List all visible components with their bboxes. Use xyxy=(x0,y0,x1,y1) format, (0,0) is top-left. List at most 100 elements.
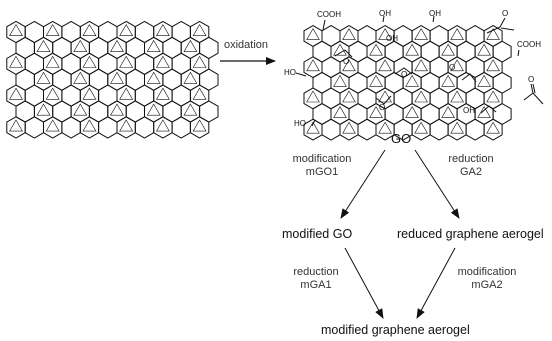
scheme-arrows xyxy=(340,149,460,319)
graphene-ring-double-bond xyxy=(119,119,134,132)
go-ring-double-bond xyxy=(333,43,347,56)
graphene-ring-double-bond xyxy=(192,23,207,37)
arrow-modified-go-to-final xyxy=(344,247,384,319)
go-ring-double-bond xyxy=(306,90,320,103)
path-label-line: reduction xyxy=(293,266,339,278)
graphene-ring-double-bond xyxy=(82,119,97,132)
path-label-reduction-mga1: reduction mGA1 xyxy=(281,266,351,292)
graphene-ring-double-bond xyxy=(45,23,60,37)
graphene-ring-double-bond xyxy=(146,71,161,84)
go-ring-double-bond xyxy=(378,90,392,103)
go-ring-double-bond xyxy=(306,121,320,134)
go-label: GO xyxy=(391,131,412,146)
go-ring-double-bond xyxy=(486,90,500,103)
graphene-ring-double-bond xyxy=(155,23,170,37)
go-ring-double-bond xyxy=(405,106,419,118)
graphene-ring-double-bond xyxy=(9,55,23,68)
go-ring-double-bond xyxy=(441,74,455,87)
go-ring-double-bond xyxy=(414,90,428,103)
graphene-ring xyxy=(24,116,44,139)
path-label-line: GA2 xyxy=(459,166,482,178)
go-ring xyxy=(483,118,503,141)
graphene-ring-double-bond xyxy=(36,39,51,52)
graphene-ring xyxy=(134,116,155,139)
go-ring-double-bond xyxy=(306,59,320,72)
path-label-line: modification xyxy=(292,153,352,165)
path-label-line: modification xyxy=(457,266,517,278)
graphene-oxide-structure xyxy=(303,25,512,141)
go-group-oh-top-1: OH xyxy=(379,9,391,18)
graphene-ring-double-bond xyxy=(146,103,161,116)
path-label-line: reduction xyxy=(448,153,494,165)
go-ring-double-bond xyxy=(486,121,500,134)
go-ring-double-bond xyxy=(369,106,383,118)
go-ring xyxy=(429,118,449,141)
graphene-ring xyxy=(171,116,191,139)
arrow-go-to-reduced-aerogel xyxy=(414,149,460,219)
go-ring-double-bond xyxy=(378,121,392,134)
node-modified-graphene-aerogel: modified graphene aerogel xyxy=(321,323,470,337)
graphene-ring-double-bond xyxy=(192,119,207,132)
node-modified-go: modified GO xyxy=(282,227,353,241)
graphene-ring-double-bond xyxy=(9,23,23,37)
graphene-ring xyxy=(98,116,118,139)
go-ring-double-bond xyxy=(378,59,392,72)
path-label-line: mGA2 xyxy=(471,279,503,291)
go-group-oh-top-2: OH xyxy=(429,9,441,18)
path-label-line: mGA1 xyxy=(300,279,332,291)
graphene-ring-double-bond xyxy=(183,103,198,116)
graphene-ring-double-bond xyxy=(73,39,88,52)
go-ring-double-bond xyxy=(414,59,428,72)
go-ring-double-bond xyxy=(342,121,356,134)
go-ring-double-bond xyxy=(450,121,464,134)
arrow-reduced-aerogel-to-final xyxy=(416,247,456,319)
graphene-ring-double-bond xyxy=(82,87,97,100)
go-ring xyxy=(465,118,485,141)
go-ring xyxy=(321,118,341,141)
graphene-ring-double-bond xyxy=(45,55,60,68)
graphene-ring-double-bond xyxy=(73,103,88,116)
graphene-ring-double-bond xyxy=(110,39,124,52)
graphene-ring xyxy=(61,116,81,139)
graphene-ring-double-bond xyxy=(146,39,161,52)
go-group-ho-left: HO xyxy=(284,68,296,77)
go-ketone-oxygen-1: O xyxy=(502,9,509,18)
go-ring-double-bond xyxy=(342,59,356,72)
go-ring-double-bond xyxy=(405,43,419,56)
go-group-cooh-right: COOH xyxy=(517,40,541,49)
graphene-ring-double-bond xyxy=(192,55,207,68)
graphene-ring-double-bond xyxy=(73,71,88,84)
go-ring-double-bond xyxy=(414,28,428,40)
path-label-modification-mga2: modification mGA2 xyxy=(445,266,529,292)
path-label-line: mGO1 xyxy=(305,166,339,178)
functional-group-bonds xyxy=(295,15,544,127)
go-ring-double-bond xyxy=(414,121,428,134)
go-ring-double-bond xyxy=(477,74,491,87)
go-group-oh-lower: OH xyxy=(463,106,475,115)
go-ring-double-bond xyxy=(441,106,455,118)
go-ring-double-bond xyxy=(333,106,347,118)
graphene-ring-double-bond xyxy=(119,24,134,37)
path-label-modification-mgo1: modification mGO1 xyxy=(280,153,364,179)
oxidation-label: oxidation xyxy=(224,39,269,51)
go-ring-double-bond xyxy=(342,90,356,103)
go-group-oh-upper: OH xyxy=(386,34,398,43)
go-ring-double-bond xyxy=(306,28,320,40)
graphene-ring-double-bond xyxy=(9,119,23,132)
graphene-ring-double-bond xyxy=(119,87,134,100)
go-ring-double-bond xyxy=(486,59,500,72)
graphene-ring-double-bond xyxy=(155,119,170,132)
graphene-ring-double-bond xyxy=(9,87,23,100)
graphene-ring-double-bond xyxy=(183,39,198,52)
go-ring-double-bond xyxy=(333,74,347,87)
go-ring-double-bond xyxy=(450,90,464,103)
go-ring-double-bond xyxy=(378,28,392,40)
graphene-ring-double-bond xyxy=(192,87,207,100)
graphene-ring-double-bond xyxy=(119,55,134,68)
go-ring xyxy=(357,118,377,141)
go-ketone-oxygen-2: O xyxy=(528,75,535,84)
go-epoxy-oxygen-3: O xyxy=(449,63,456,72)
graphene-ring-double-bond xyxy=(110,103,124,116)
